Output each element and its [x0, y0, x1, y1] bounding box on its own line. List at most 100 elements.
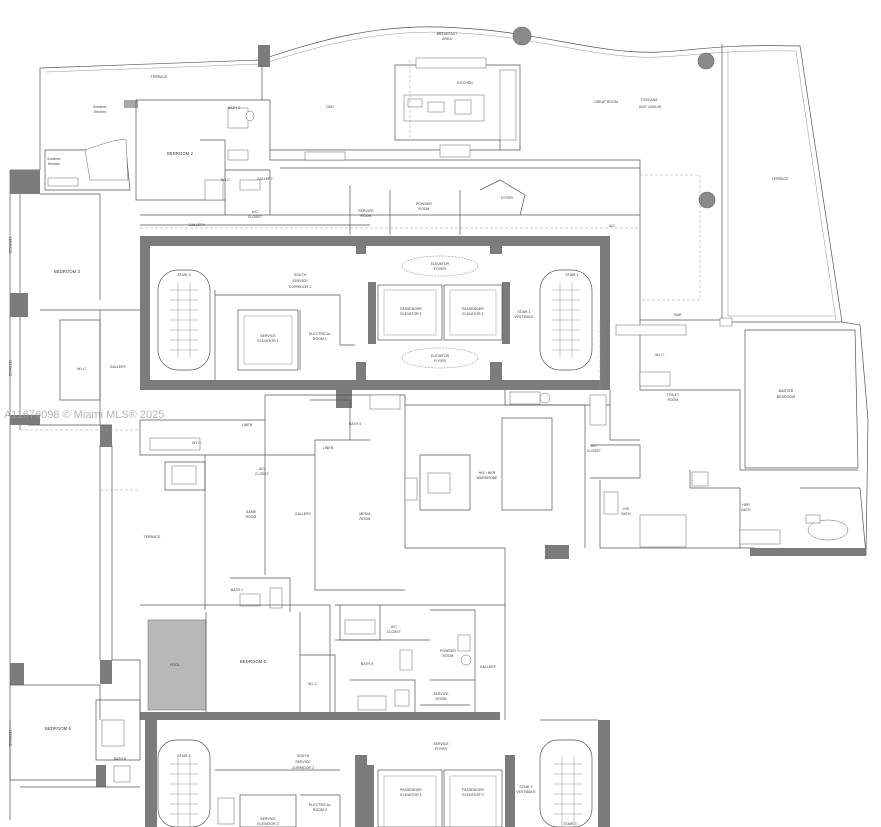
- label-ac-closet-4b: CLOSET: [387, 630, 401, 634]
- label-service-room-top: SERVICE: [358, 209, 374, 213]
- label-passenger-elevator-1: PASSENGER: [462, 307, 484, 311]
- label-gallery-right: GALLERY: [480, 665, 497, 669]
- label-her-bath-b: BATH: [741, 508, 751, 512]
- label-stair-3: STAIR 3: [563, 822, 576, 826]
- terrace-column: [698, 191, 716, 209]
- label-elevator-foyer-top: ELEVATOR: [431, 262, 450, 266]
- label-bath-1: BATH 1: [231, 588, 243, 592]
- label-passenger-elevator-2b: ELEVATOR 2: [400, 312, 421, 316]
- label-wic-2: W.I.C.: [221, 178, 231, 182]
- label-ac-closet-3b: CLOSET: [587, 449, 601, 453]
- label-bath-6: BATH 6: [114, 757, 126, 761]
- label-game-room-b: ROOM: [246, 515, 257, 519]
- label-master-bedroom-b: BEDROOM: [777, 395, 795, 399]
- label-elevator-foyer-bottom: ELEVATOR: [431, 354, 450, 358]
- kitchen-fixtures: [304, 57, 517, 161]
- label-great-room: GREAT ROOM: [594, 100, 618, 104]
- label-electrical-room-1b: ROOM 1: [313, 337, 327, 341]
- label-bedroom-3: BEDROOM 3: [54, 269, 81, 274]
- label-service-foyer-b: FOYER: [435, 747, 448, 751]
- master-suite-walls: [504, 317, 867, 559]
- label-bedroom-5: BEDROOM 5: [240, 659, 267, 664]
- label-service-room-bottom: SERVICE: [433, 692, 449, 696]
- label-wic-5: W.I.C.: [308, 682, 318, 686]
- terrace-column: [697, 52, 715, 70]
- label-elevator-foyer-top-b: FOYER: [434, 267, 447, 271]
- label-service-room-top-b: ROOM: [361, 214, 372, 218]
- label-passenger-elevator-3: PASSENGER: [462, 788, 484, 792]
- label-passenger-elevator-1b: ELEVATOR 1: [462, 312, 483, 316]
- label-electrical-room-1: ELECTRICAL: [309, 332, 331, 336]
- outer-terrace-outline: [9, 26, 869, 820]
- label-ac-top: A/C: [609, 224, 615, 228]
- centre-walls: [139, 394, 586, 612]
- label-south-service-corridor-2b: SERVICE: [295, 760, 311, 764]
- label-terrace-left-2: TERRACE: [8, 360, 12, 378]
- label-powder-room-top: POWDER: [416, 202, 432, 206]
- label-bath-4: BATH 4: [349, 422, 361, 426]
- label-service-elevator-2b: ELEVATOR 2: [257, 822, 278, 826]
- label-his-bath-b: BATH: [621, 512, 631, 516]
- pool-basin: [147, 619, 207, 711]
- label-his-her-wardrobe-b: WARDROBE: [477, 476, 498, 480]
- label-electrical-room-2: ELECTRICAL: [309, 803, 331, 807]
- label-summer-kitchen-1b: Kitchen: [94, 110, 106, 114]
- label-foyer: FOYER: [501, 196, 514, 200]
- label-kitchen: KITCHEN: [457, 81, 473, 85]
- label-breakfast-area: BREAKFAST: [437, 32, 458, 36]
- label-bedroom-6: BEDROOM 6: [45, 726, 72, 731]
- label-wic-3: W.I.C.: [77, 367, 87, 371]
- label-south-service-corridor-2c: CORRIDOR 2: [292, 766, 314, 770]
- label-his-bath: HIS: [623, 507, 630, 511]
- lower-left-walls: [9, 445, 500, 788]
- unit-walls-top: [10, 45, 720, 447]
- label-summer-kitchen-2: Summer: [47, 157, 61, 161]
- label-linen: LINEN: [242, 423, 253, 427]
- label-pool: POOL: [170, 663, 180, 667]
- label-plan-unit: UNIT 4200-06: [639, 105, 661, 109]
- label-gallery-top: GALLERY: [257, 177, 274, 181]
- label-south-service-corridor-1: SOUTH: [294, 273, 307, 277]
- label-south-service-corridor-2: SOUTH: [297, 754, 310, 758]
- label-elevator-foyer-bottom-b: FOYER: [434, 359, 447, 363]
- label-summer-kitchen-1: Summer: [93, 105, 107, 109]
- label-terrace-left-1: TERRACE: [8, 237, 12, 255]
- svg-text:BREAKFAST: BREAKFAST: [437, 32, 458, 36]
- label-terrace-mid: TERRACE: [144, 535, 162, 539]
- label-toilet-room: TOILET: [667, 393, 679, 397]
- label-bath-5: BATH 5: [361, 662, 373, 666]
- label-passenger-elevator-4: PASSENGER: [400, 788, 422, 792]
- bath-2-fixtures: [204, 107, 261, 201]
- label-ac-closet-2b: CLOSET: [255, 472, 269, 476]
- label-south-service-corridor-1b: SERVICE: [292, 279, 308, 283]
- label-electrical-room-2b: ROOM 2: [313, 808, 327, 812]
- label-linen-2: LINEN: [323, 446, 334, 450]
- label-ac-closet-1: A/C: [252, 210, 258, 214]
- label-service-elevator-2: SERVICE: [260, 817, 276, 821]
- label-plan-title: TOSCANA: [640, 98, 658, 102]
- label-gallery-upper: GALLERY: [189, 223, 206, 227]
- label-terrace-left-3: TERRACE: [8, 730, 12, 748]
- label-den: DEN: [326, 105, 334, 109]
- label-bedroom-2: BEDROOM 2: [167, 151, 194, 156]
- label-ac-closet-2: A/C: [259, 467, 265, 471]
- label-stair-1: STAIR 1: [565, 273, 578, 277]
- label-bar: BAR: [674, 313, 682, 317]
- mls-watermark: A11676098 © Miami MLS® 2025: [4, 409, 164, 421]
- label-stair-4: STAIR 4: [177, 754, 190, 758]
- label-game-room: GAME: [246, 510, 257, 514]
- label-powder-room-top-b: ROOM: [419, 207, 430, 211]
- label-master-bedroom: MASTER: [779, 389, 794, 393]
- label-wic-4: W.I.C.: [192, 441, 202, 445]
- label-stair-3-vestibule: STAIR 3: [519, 785, 532, 789]
- label-ac-closet-3: A/C: [591, 444, 597, 448]
- label-powder-room-bottom-b: ROOM: [443, 654, 454, 658]
- label-his-her-wardrobe: HIS / HER: [479, 471, 496, 475]
- label-powder-room-bottom: POWDER: [440, 649, 456, 653]
- label-stair-1-vestibule: STAIR 1: [517, 310, 530, 314]
- label-toilet-room-b: ROOM: [668, 398, 679, 402]
- label-her-bath: HER: [742, 503, 750, 507]
- lower-centre-walls: [300, 604, 505, 712]
- label-passenger-elevator-4b: ELEVATOR 4: [400, 793, 421, 797]
